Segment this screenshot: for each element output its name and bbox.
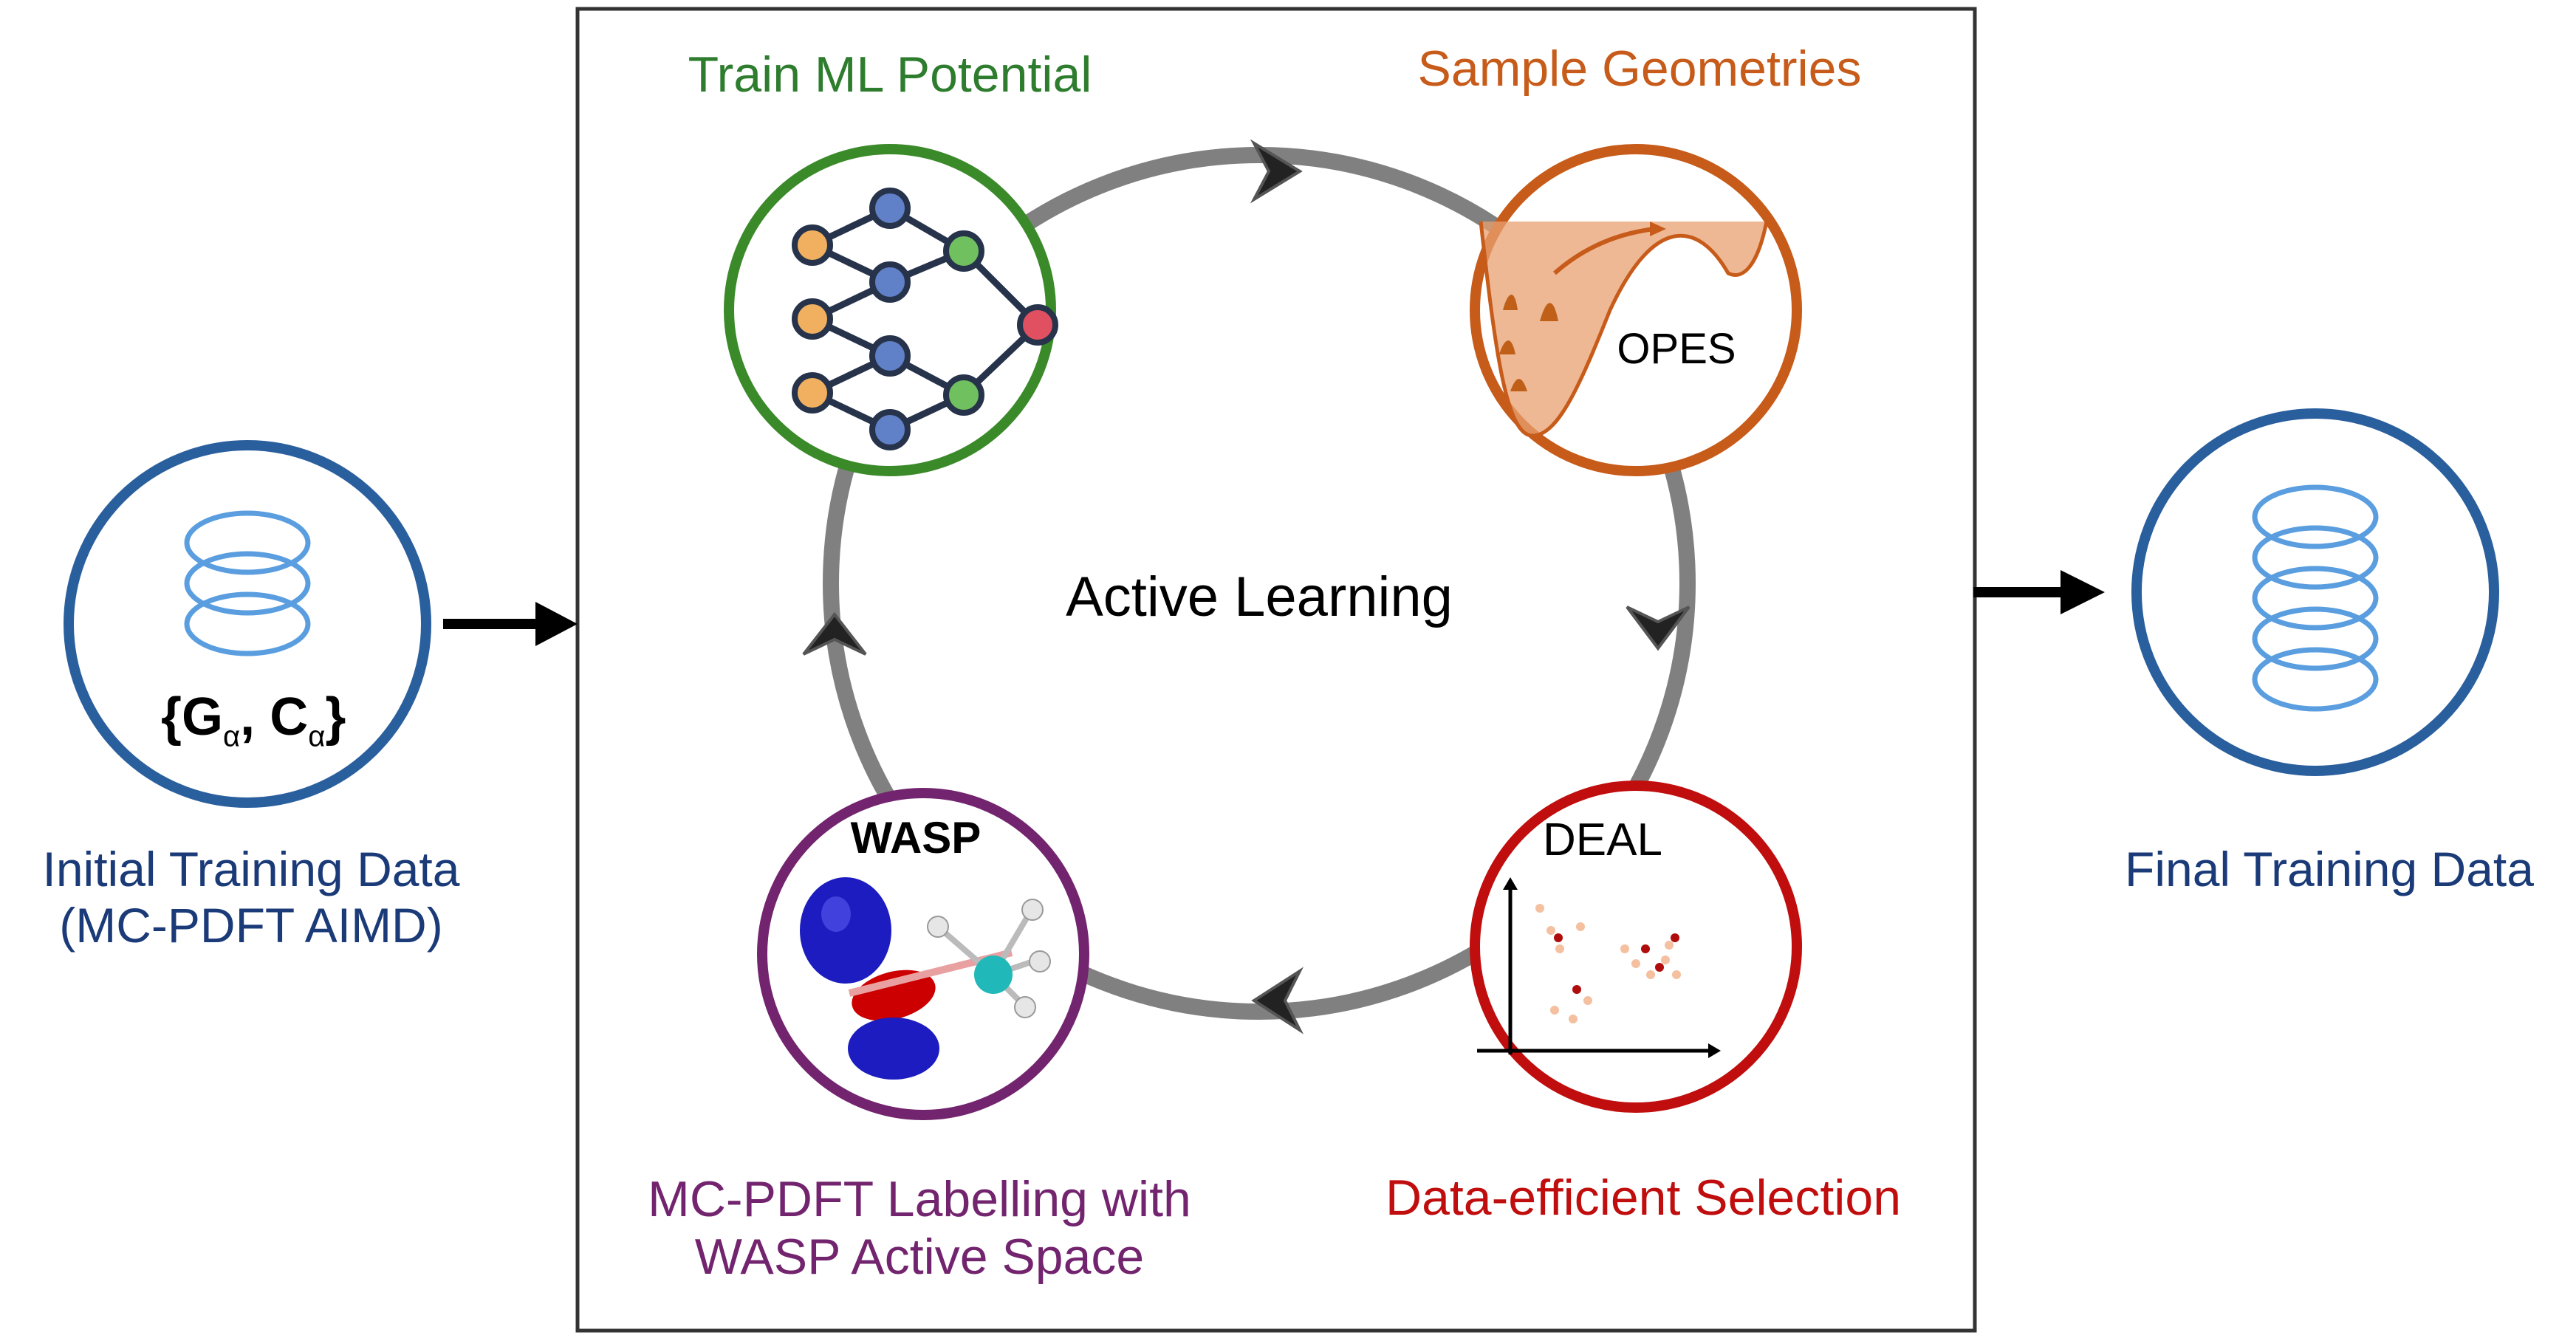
train-ml-title: Train ML Potential <box>688 47 1092 103</box>
labelling-title-line-2: WASP Active Space <box>694 1229 1145 1286</box>
db-comma: , <box>240 687 270 747</box>
sample-geometries-title: Sample Geometries <box>1417 41 1862 97</box>
initial-data-label: Initial Training Data (MC-PDFT AIMD) <box>0 842 502 954</box>
db-close-brace: } <box>325 687 346 747</box>
active-learning-frame <box>575 7 1977 1333</box>
final-data-line: Final Training Data <box>2125 842 2534 896</box>
db-g: G <box>182 687 224 747</box>
wasp-labelling-circle <box>757 788 1089 1120</box>
db-sub-2: α <box>308 720 326 753</box>
labelling-title: MC-PDFT Labelling with WASP Active Space <box>583 1170 1256 1286</box>
chevron-left-icon <box>1251 967 1304 1035</box>
chevron-up-icon <box>802 611 867 656</box>
wasp-label: WASP <box>850 813 982 862</box>
final-data-circle <box>2131 408 2499 776</box>
deal-label: DEAL <box>1543 814 1662 865</box>
labelling-title-line-1: MC-PDFT Labelling with <box>648 1171 1191 1227</box>
molecular-orbital-icon <box>800 877 1051 1080</box>
initial-data-line-2: (MC-PDFT AIMD) <box>59 897 443 953</box>
free-energy-surface-icon <box>1479 221 1769 438</box>
selection-title: Data-efficient Selection <box>1385 1170 1902 1226</box>
database-icon <box>184 510 311 656</box>
initial-data-circle <box>64 440 431 808</box>
db-text: {Gα, Cα} <box>161 687 346 753</box>
active-learning-label: Active Learning <box>1066 566 1453 628</box>
database-icon <box>2252 484 2379 712</box>
db-c: C <box>270 687 309 747</box>
final-data-label: Final Training Data <box>2083 842 2576 898</box>
input-arrow <box>443 602 578 646</box>
chevron-right-icon <box>1250 139 1303 204</box>
opes-label: OPES <box>1617 325 1736 373</box>
db-sub-1: α <box>223 720 241 753</box>
scatter-plot-icon <box>1477 877 1721 1058</box>
output-arrow <box>1973 570 2105 614</box>
initial-data-line-1: Initial Training Data <box>42 842 460 896</box>
db-open-brace: { <box>161 687 182 747</box>
neural-network-nodes <box>792 188 1058 450</box>
data-selection-circle <box>1470 780 1802 1113</box>
chevron-down-icon <box>1626 605 1690 651</box>
